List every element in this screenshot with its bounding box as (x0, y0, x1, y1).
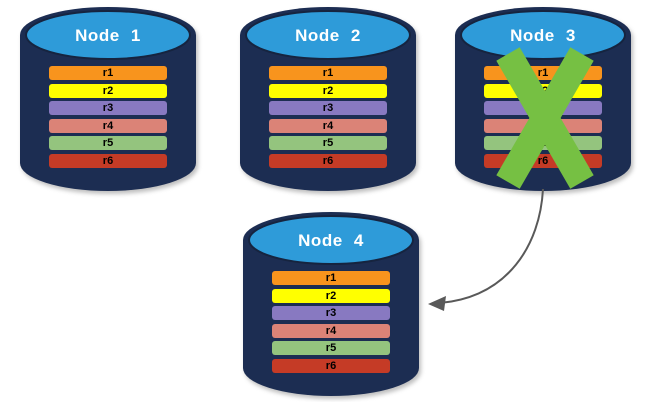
record-bar-r5: r5 (272, 341, 390, 356)
record-bar-r3: r3 (272, 306, 390, 321)
node-4-cylinder: Node 4 r1 r2 r3 r4 r5 r6 (241, 210, 421, 400)
failure-x-icon (496, 47, 594, 189)
node-4-records: r1 r2 r3 r4 r5 r6 (272, 271, 390, 373)
record-bar-r5: r5 (49, 136, 167, 151)
node-4-label: Node 4 (298, 231, 364, 250)
record-bar-r2: r2 (49, 83, 167, 98)
record-bar-r3: r3 (269, 101, 387, 116)
node-2-label: Node 2 (295, 26, 361, 45)
node-3-cylinder: Node 3 r1 r2 r3 r4 r5 r6 (453, 5, 633, 195)
record-bar-r4: r4 (272, 323, 390, 338)
record-bar-r6: r6 (49, 153, 167, 168)
record-bar-r5: r5 (269, 136, 387, 151)
record-bar-r1: r1 (49, 66, 167, 80)
record-bar-r2: r2 (272, 288, 390, 303)
node-1-cylinder: Node 1 r1 r2 r3 r4 r5 r6 (18, 5, 198, 195)
record-bar-r1: r1 (269, 66, 387, 80)
record-bar-r6: r6 (272, 358, 390, 373)
node-3-label: Node 3 (510, 26, 576, 45)
node-1-label: Node 1 (75, 26, 141, 45)
node-2-cylinder: Node 2 r1 r2 r3 r4 r5 r6 (238, 5, 418, 195)
record-bar-r2: r2 (269, 83, 387, 98)
node-1-records: r1 r2 r3 r4 r5 r6 (49, 66, 167, 168)
record-bar-r1: r1 (272, 271, 390, 285)
node-2-records: r1 r2 r3 r4 r5 r6 (269, 66, 387, 168)
record-bar-r6: r6 (269, 153, 387, 168)
record-bar-r4: r4 (269, 118, 387, 133)
record-bar-r4: r4 (49, 118, 167, 133)
record-bar-r3: r3 (49, 101, 167, 116)
